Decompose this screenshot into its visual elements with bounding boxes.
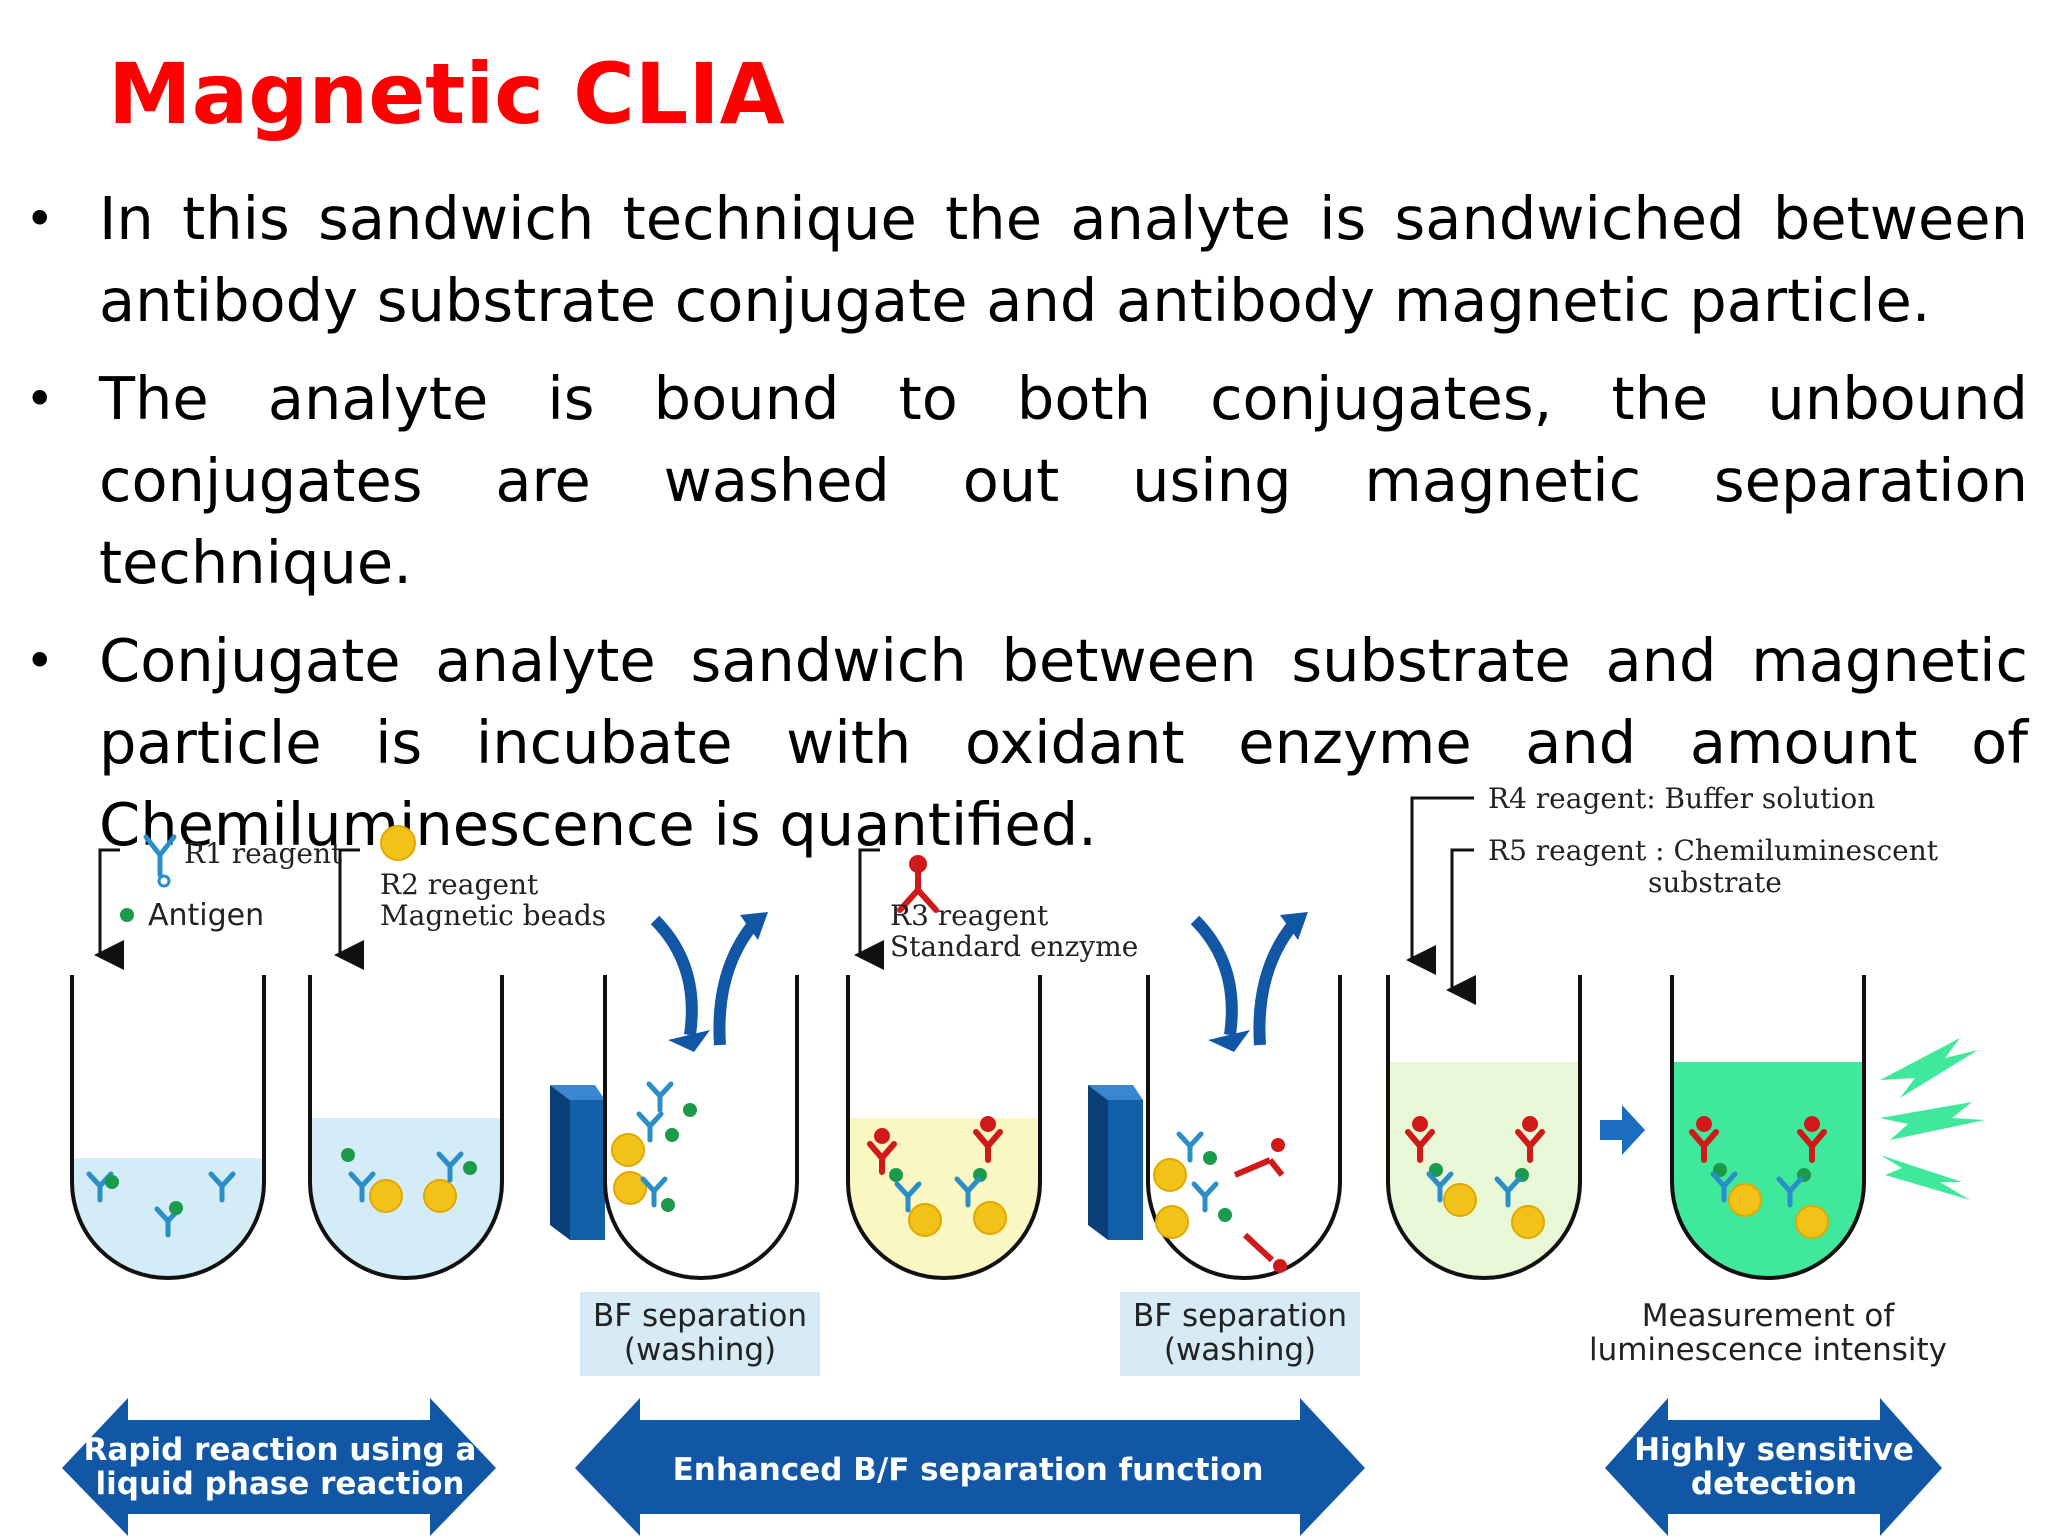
high-sensitivity-arrow: Highly sensitive detection: [1605, 1398, 1942, 1536]
r2-reagent-label-group: R2 reagent Magnetic beads: [334, 825, 606, 970]
r4-reagent-label: R4 reagent: Buffer solution: [1488, 782, 1875, 815]
bullet-dot-icon: •: [25, 190, 55, 248]
bullet-item: • Conjugate analyte sandwich between sub…: [0, 620, 2028, 866]
r1-reagent-label-group: R1 reagent Antigen: [94, 834, 343, 970]
tube-6: [1386, 975, 1582, 1280]
bf-separation-function-arrow: Enhanced B/F separation function: [575, 1398, 1365, 1536]
magnet-icon: [550, 1085, 605, 1240]
r2-reagent-label: R2 reagent: [380, 868, 539, 901]
bullet-item: • The analyte is bound to both conjugate…: [0, 358, 2028, 604]
antigen-label: Antigen: [148, 898, 264, 933]
r4-r5-reagent-label-group: R4 reagent: Buffer solution R5 reagent :…: [1406, 782, 1939, 1005]
bullet-dot-icon: •: [25, 632, 55, 690]
tube-3: [603, 975, 799, 1280]
washing-arrows-icon: [650, 912, 768, 1052]
r3-reagent-label-group: R3 reagent Standard enzyme: [854, 848, 1138, 970]
page-title: Magnetic CLIA: [108, 45, 785, 143]
tube-1: [70, 975, 266, 1280]
clia-process-diagram: R1 reagent Antigen R2 reagent Magnetic b…: [62, 782, 1985, 1536]
magnetic-bead-icon: [380, 825, 416, 861]
r1-reagent-label: R1 reagent: [184, 837, 343, 870]
bullet-list: • In this sandwich technique the analyte…: [0, 178, 2048, 882]
luminescence-rays-icon: [1880, 1038, 1985, 1200]
bf-separation-label: BF separation: [593, 1298, 807, 1334]
tube-5: [1146, 975, 1342, 1280]
bullet-dot-icon: •: [25, 370, 55, 428]
antibody-icon: [143, 834, 177, 888]
washing-arrows-icon: [1190, 912, 1308, 1052]
r5-substrate-label: substrate: [1648, 866, 1782, 899]
r3-reagent-label: R3 reagent: [890, 899, 1049, 932]
measurement-caption: Measurement of luminescence intensity: [1589, 1298, 1947, 1368]
tube-2: [308, 975, 504, 1280]
washing-label: (washing): [1164, 1332, 1316, 1368]
liquid-phase-label: liquid phase reaction: [96, 1466, 465, 1502]
magnet-icon: [1088, 1085, 1143, 1240]
detection-label: detection: [1691, 1466, 1857, 1502]
step-arrow-icon: [1600, 1105, 1645, 1155]
rapid-reaction-label: Rapid reaction using a: [84, 1432, 477, 1468]
washing-label: (washing): [624, 1332, 776, 1368]
bullet-text: Conjugate analyte sandwich between subst…: [99, 626, 2028, 859]
bf-separation-label: BF separation: [1133, 1298, 1347, 1334]
r5-reagent-label: R5 reagent : Chemiluminescent: [1488, 834, 1939, 867]
magnetic-beads-label: Magnetic beads: [380, 899, 606, 932]
standard-enzyme-label: Standard enzyme: [890, 930, 1138, 963]
luminescence-intensity-label: luminescence intensity: [1589, 1332, 1947, 1368]
rapid-reaction-arrow: Rapid reaction using a liquid phase reac…: [62, 1398, 496, 1536]
antigen-dot-icon: [120, 908, 134, 922]
bullet-text: In this sandwich technique the analyte i…: [99, 184, 2028, 335]
bullet-text: The analyte is bound to both conjugates,…: [99, 364, 2028, 597]
enhanced-bf-label: Enhanced B/F separation function: [673, 1452, 1264, 1488]
bf-separation-caption-2: BF separation (washing): [1120, 1292, 1360, 1376]
tube-4: [846, 975, 1042, 1280]
enzyme-antibody-icon: [897, 855, 939, 913]
bullet-item: • In this sandwich technique the analyte…: [0, 178, 2028, 342]
tube-7: [1670, 975, 1866, 1280]
measurement-label: Measurement of: [1642, 1298, 1896, 1334]
highly-sensitive-label: Highly sensitive: [1634, 1432, 1914, 1468]
bf-separation-caption-1: BF separation (washing): [580, 1292, 820, 1376]
